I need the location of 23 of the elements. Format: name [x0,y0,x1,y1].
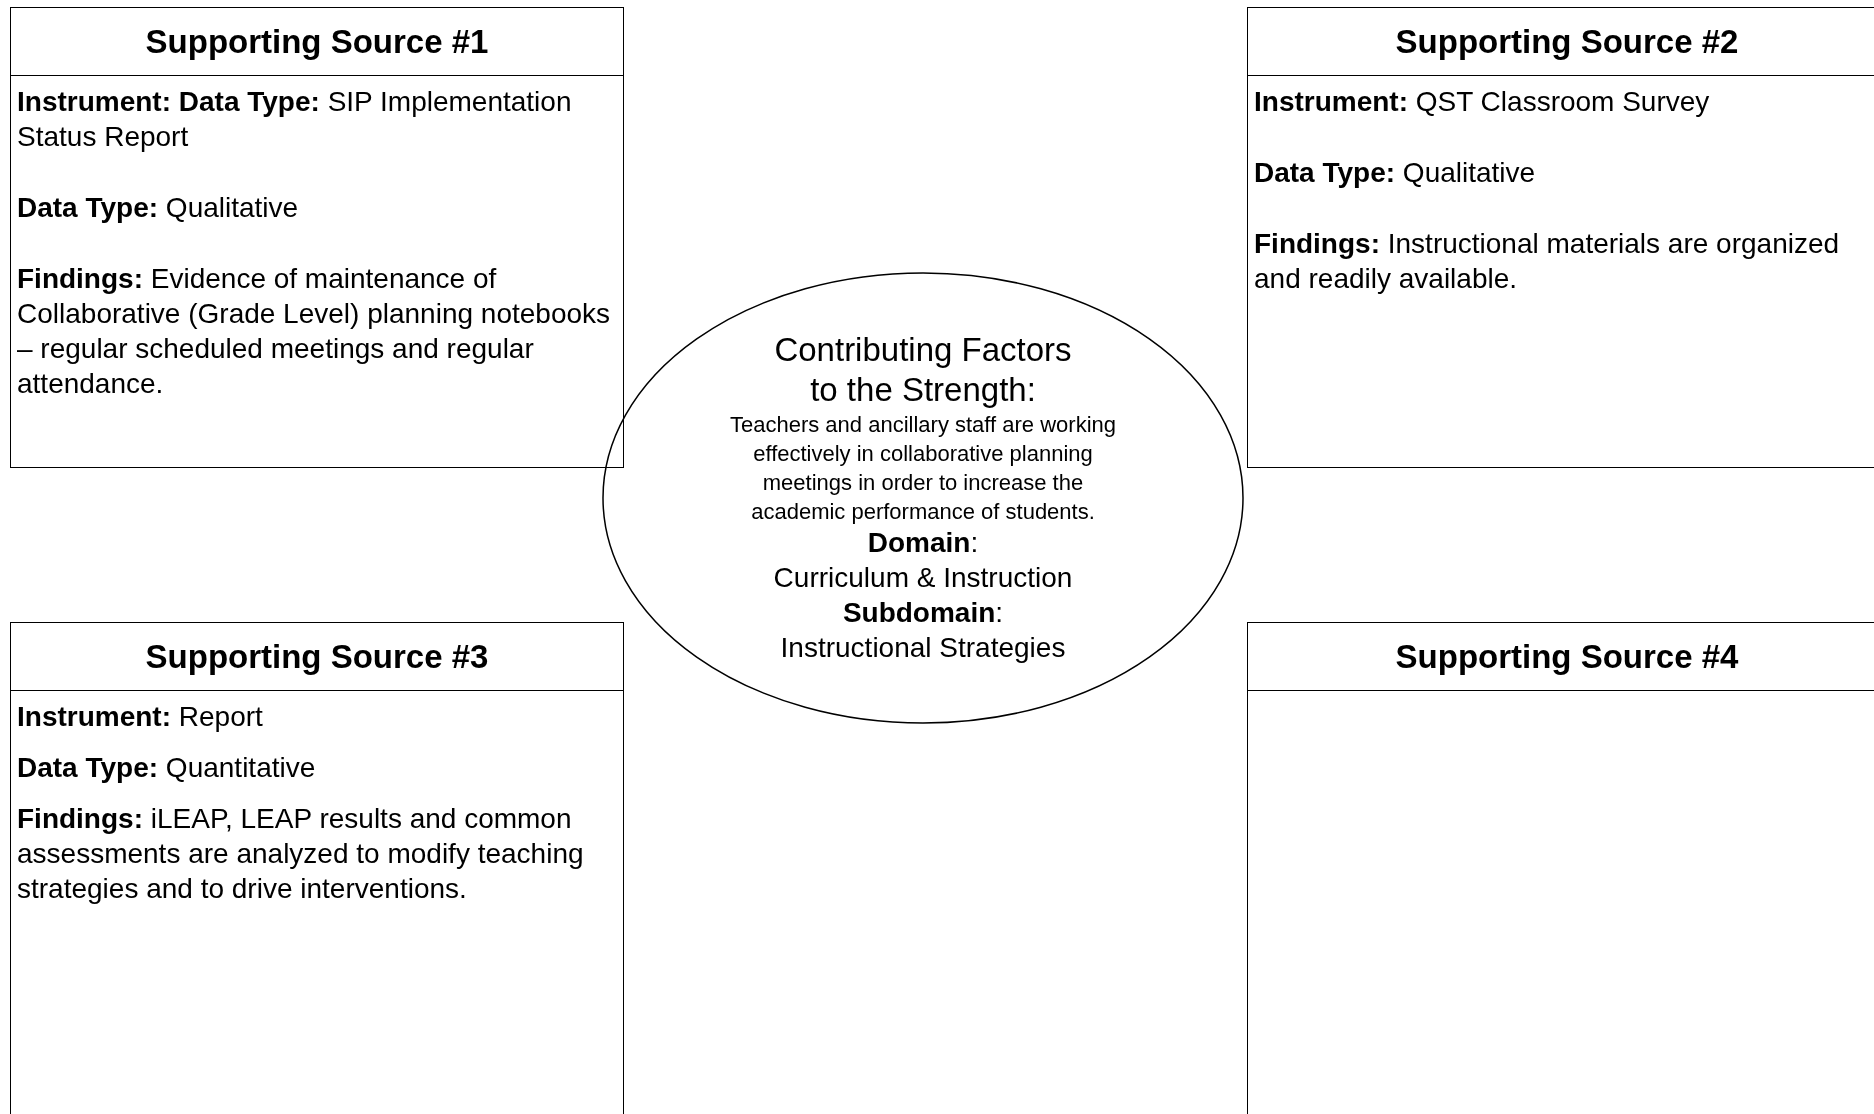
source-card [1247,7,1874,468]
card-heading: Supporting Source #2 [1248,8,1874,76]
field-text: Findings: iLEAP, LEAP results and common assessments are analyzed to modify teaching strategies and to drive interventions. [17,802,585,906]
field-text: Instrument: QST Classroom Survey [1254,85,1711,119]
field-text: Data Type: Qualitative [17,191,300,225]
field-text: Data Type: Qualitative [1254,156,1537,190]
card-heading: Supporting Source #1 [11,8,623,76]
source-card [10,7,624,468]
field-value: Instructional Strategies [780,631,1066,665]
ellipse-text: Teachers and ancillary staff are working effectively in collaborative planning meetings in order to increase the academic performance of students. [729,411,1117,526]
field-text: Instrument: Report [17,700,264,734]
field-label: Domain: [867,526,979,560]
field-text: Findings: Evidence of maintenance of Collaborative (Grade Level) planning notebooks – regular scheduled meetings and regular attendance. [17,262,612,401]
field-text: Findings: Instructional materials are organized and readily available. [1254,227,1841,296]
field-text: Instrument: Data Type: SIP Implementation Status Report [17,85,573,154]
source-card [1247,622,1874,1114]
ellipse-heading: Contributing Factors to the Strength: [773,330,1073,410]
source-card [10,622,624,1114]
field-text: Data Type: Quantitative [17,751,317,785]
field-value: Curriculum & Instruction [773,561,1073,595]
field-label: Subdomain: [842,596,1004,630]
card-heading: Supporting Source #4 [1248,623,1874,691]
card-heading: Supporting Source #3 [11,623,623,691]
